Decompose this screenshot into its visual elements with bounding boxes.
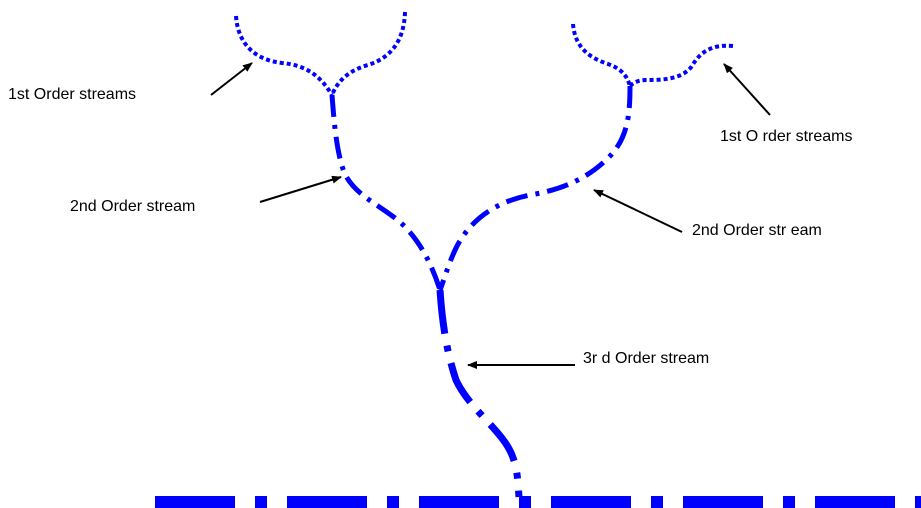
- label-second-order-left: 2nd Order stream: [70, 198, 196, 215]
- label-third-order: 3r d Order stream: [583, 350, 710, 367]
- third-order-stream: [436, 289, 523, 498]
- second-order-stream-left: [329, 94, 443, 291]
- arrow-first-order-right: [723, 63, 771, 116]
- label-second-order-right: 2nd Order str eam: [692, 222, 822, 239]
- arrow-first-order-left: [210, 62, 253, 96]
- arrow-second-order-left: [259, 175, 342, 203]
- label-first-order-right: 1st O rder streams: [720, 128, 853, 145]
- arrow-second-order-right: [593, 189, 683, 233]
- first-order-stream-right-b: [628, 43, 734, 88]
- label-first-order-left: 1st Order streams: [8, 86, 137, 103]
- second-order-stream-right: [437, 85, 633, 291]
- first-order-stream-left-a: [234, 15, 334, 97]
- first-order-stream-right-a: [571, 23, 632, 87]
- first-order-stream-left-b: [330, 11, 407, 96]
